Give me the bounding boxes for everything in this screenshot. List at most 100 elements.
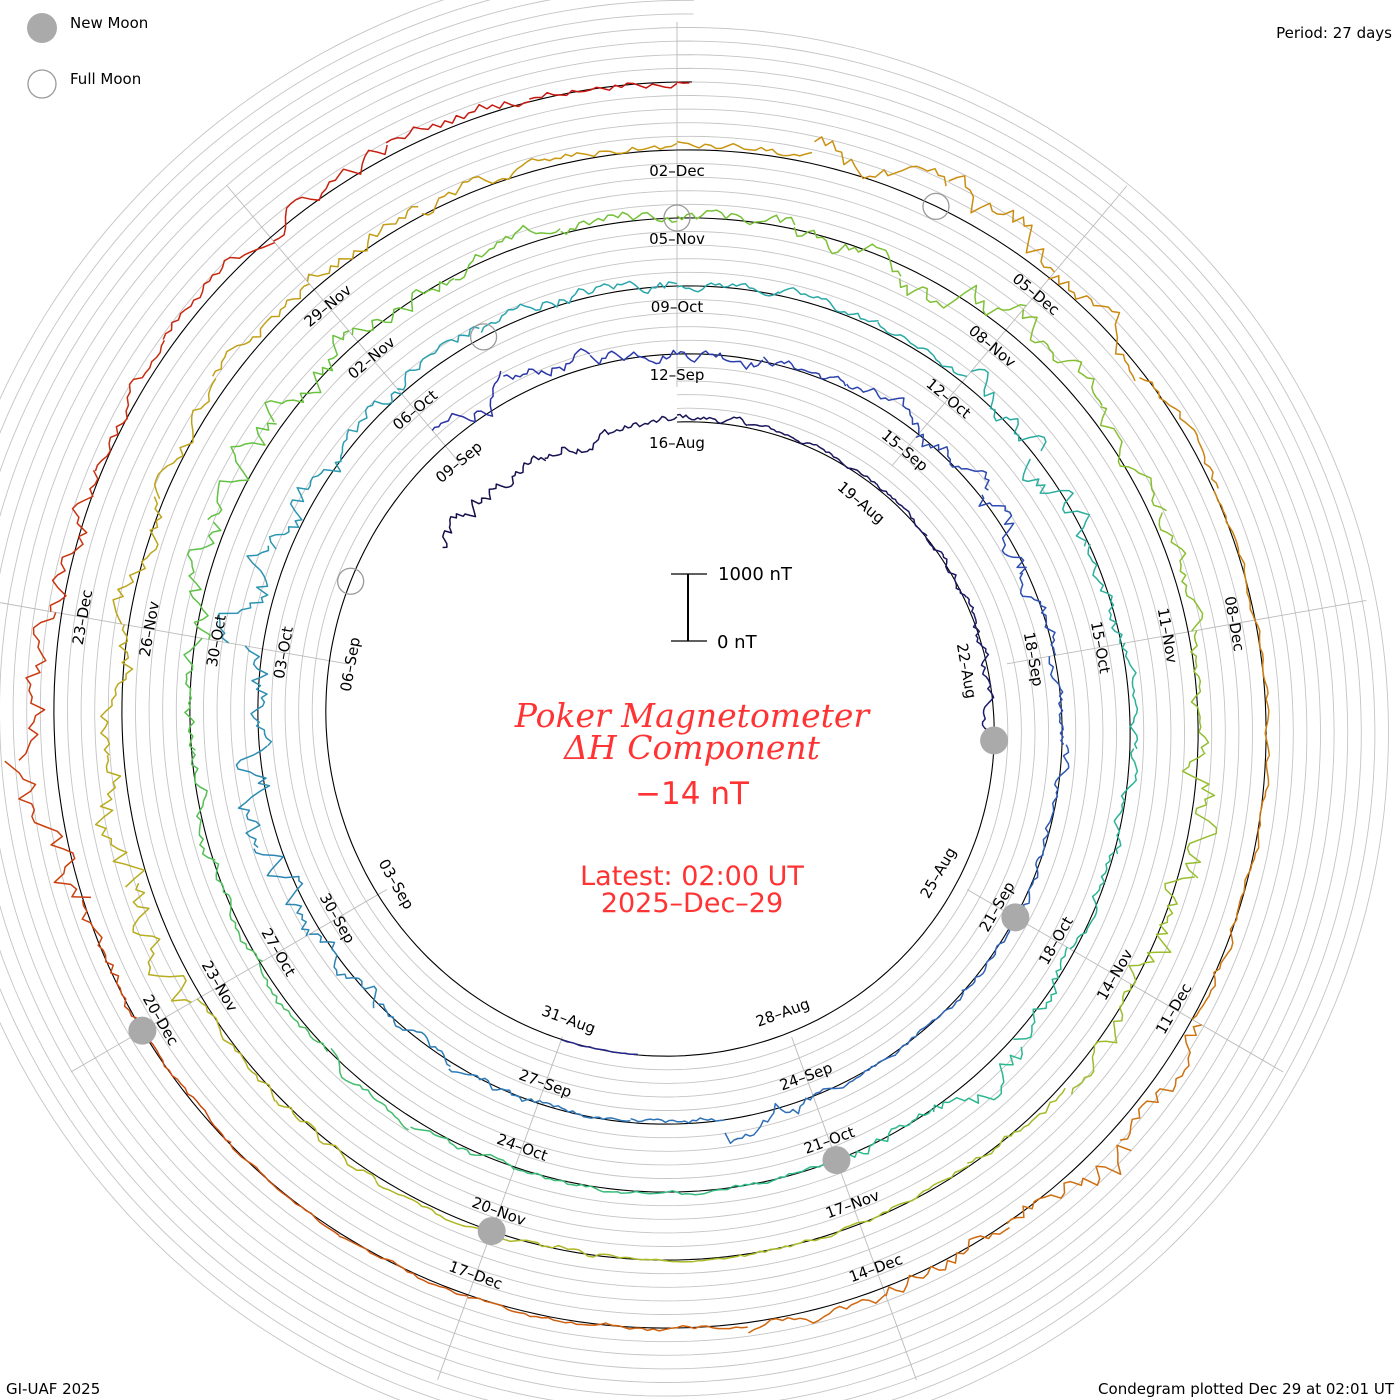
trace-day — [100, 624, 134, 756]
date-label: 29–Nov — [301, 281, 355, 331]
radial-spoke — [0, 602, 348, 665]
trace-day — [454, 224, 561, 281]
trace-day — [374, 1180, 492, 1234]
trace-day — [1044, 744, 1070, 834]
date-label: 03–Oct — [270, 625, 297, 680]
trace-day — [676, 140, 813, 157]
trace-day — [258, 962, 329, 1053]
trace-day — [932, 1046, 1023, 1113]
full-moon-legend-label: Full Moon — [70, 70, 141, 88]
chart-subtitle: ΔH Component — [562, 728, 821, 767]
trace-day — [925, 536, 967, 598]
trace-day — [1013, 946, 1068, 1041]
trace-day — [268, 468, 341, 550]
trace-day — [190, 749, 216, 861]
trace-day — [212, 860, 263, 962]
trace-day — [748, 1293, 886, 1334]
trace-day — [397, 326, 480, 391]
full-moon-marker — [663, 204, 691, 232]
trace-day — [442, 497, 491, 549]
trace-day — [1021, 309, 1103, 406]
trace-day — [966, 596, 990, 669]
date-label: 17–Dec — [446, 1257, 504, 1293]
trace-day — [334, 391, 403, 472]
data-traces — [4, 81, 1271, 1334]
trace-day — [846, 383, 920, 434]
radial-spoke — [437, 1036, 563, 1380]
trace-day — [606, 1322, 748, 1332]
radial-spoke — [226, 185, 463, 466]
trace-day — [330, 1047, 409, 1131]
trace-day — [1113, 748, 1139, 855]
trace-day — [676, 209, 796, 226]
latest-time: Latest: 02:00 UT — [580, 861, 804, 892]
trace-day — [560, 211, 678, 235]
date-label: 27–Sep — [517, 1066, 575, 1102]
trace-day — [490, 1232, 615, 1258]
date-label: 06–Sep — [337, 636, 364, 693]
date-label: 26–Nov — [136, 600, 163, 658]
trace-day — [1119, 1024, 1202, 1141]
trace-day — [94, 755, 146, 888]
date-label: 23–Dec — [69, 588, 96, 646]
grid-ring — [0, 13, 1335, 1397]
date-label: 15–Sep — [878, 426, 932, 475]
grid-ring — [26, 54, 1294, 1356]
trace-day — [812, 1054, 897, 1097]
trace-day — [574, 280, 678, 295]
trace-day — [561, 1038, 639, 1056]
date-label: 02–Dec — [649, 162, 705, 180]
trace-day — [543, 142, 678, 162]
grid-ring — [12, 40, 1308, 1370]
chart-title: Poker Magnetometer — [514, 696, 872, 735]
trace-day — [1158, 512, 1204, 632]
date-label: 22–Aug — [953, 642, 980, 700]
trace-day — [351, 277, 455, 336]
new-moon-legend-icon — [27, 13, 57, 43]
trace-day — [1191, 891, 1245, 1020]
date-label: 16–Aug — [649, 434, 705, 452]
trace-day — [981, 667, 995, 741]
trace-day — [1006, 1144, 1132, 1225]
trace-day — [275, 1100, 377, 1181]
date-label: 28–Aug — [753, 995, 812, 1031]
trace-day — [18, 612, 57, 761]
trace-day — [1099, 405, 1167, 512]
trace-day — [967, 1087, 1066, 1164]
date-label: 18–Oct — [1035, 913, 1077, 968]
trace-day — [961, 918, 1019, 992]
date-label: 05–Nov — [649, 230, 705, 248]
radial-spoke — [1006, 600, 1367, 665]
date-label: 12–Sep — [650, 366, 705, 384]
trace-day — [207, 422, 277, 521]
new-moon-marker — [980, 726, 1009, 755]
trace-day — [814, 136, 947, 187]
baseline-spiral — [53, 81, 1267, 1329]
trace-day — [196, 998, 276, 1102]
date-label: 12–Oct — [923, 375, 975, 423]
date-label: 25–Aug — [916, 844, 960, 901]
trace-day — [218, 545, 270, 644]
date-label: 27–Oct — [257, 925, 299, 980]
trace-day — [614, 1255, 740, 1263]
date-label: 31–Aug — [539, 1002, 598, 1038]
date-label: 09–Oct — [651, 298, 704, 316]
new-moon-marker — [822, 1146, 851, 1175]
trace-day — [676, 282, 780, 297]
trace-day — [410, 1126, 515, 1170]
date-label: 23–Nov — [198, 957, 242, 1014]
trace-day — [1181, 752, 1218, 879]
trace-day — [81, 899, 147, 1031]
trace-day — [467, 1296, 607, 1326]
date-label: 15–Oct — [1087, 620, 1114, 675]
new-moon-marker — [477, 1217, 506, 1246]
trace-day — [877, 321, 968, 378]
grid-ring — [39, 67, 1281, 1343]
trace-day — [229, 1143, 340, 1237]
trace-day — [253, 848, 310, 937]
grid-ring — [0, 0, 1362, 1400]
trace-day — [778, 287, 879, 323]
trace-day — [630, 1117, 724, 1124]
